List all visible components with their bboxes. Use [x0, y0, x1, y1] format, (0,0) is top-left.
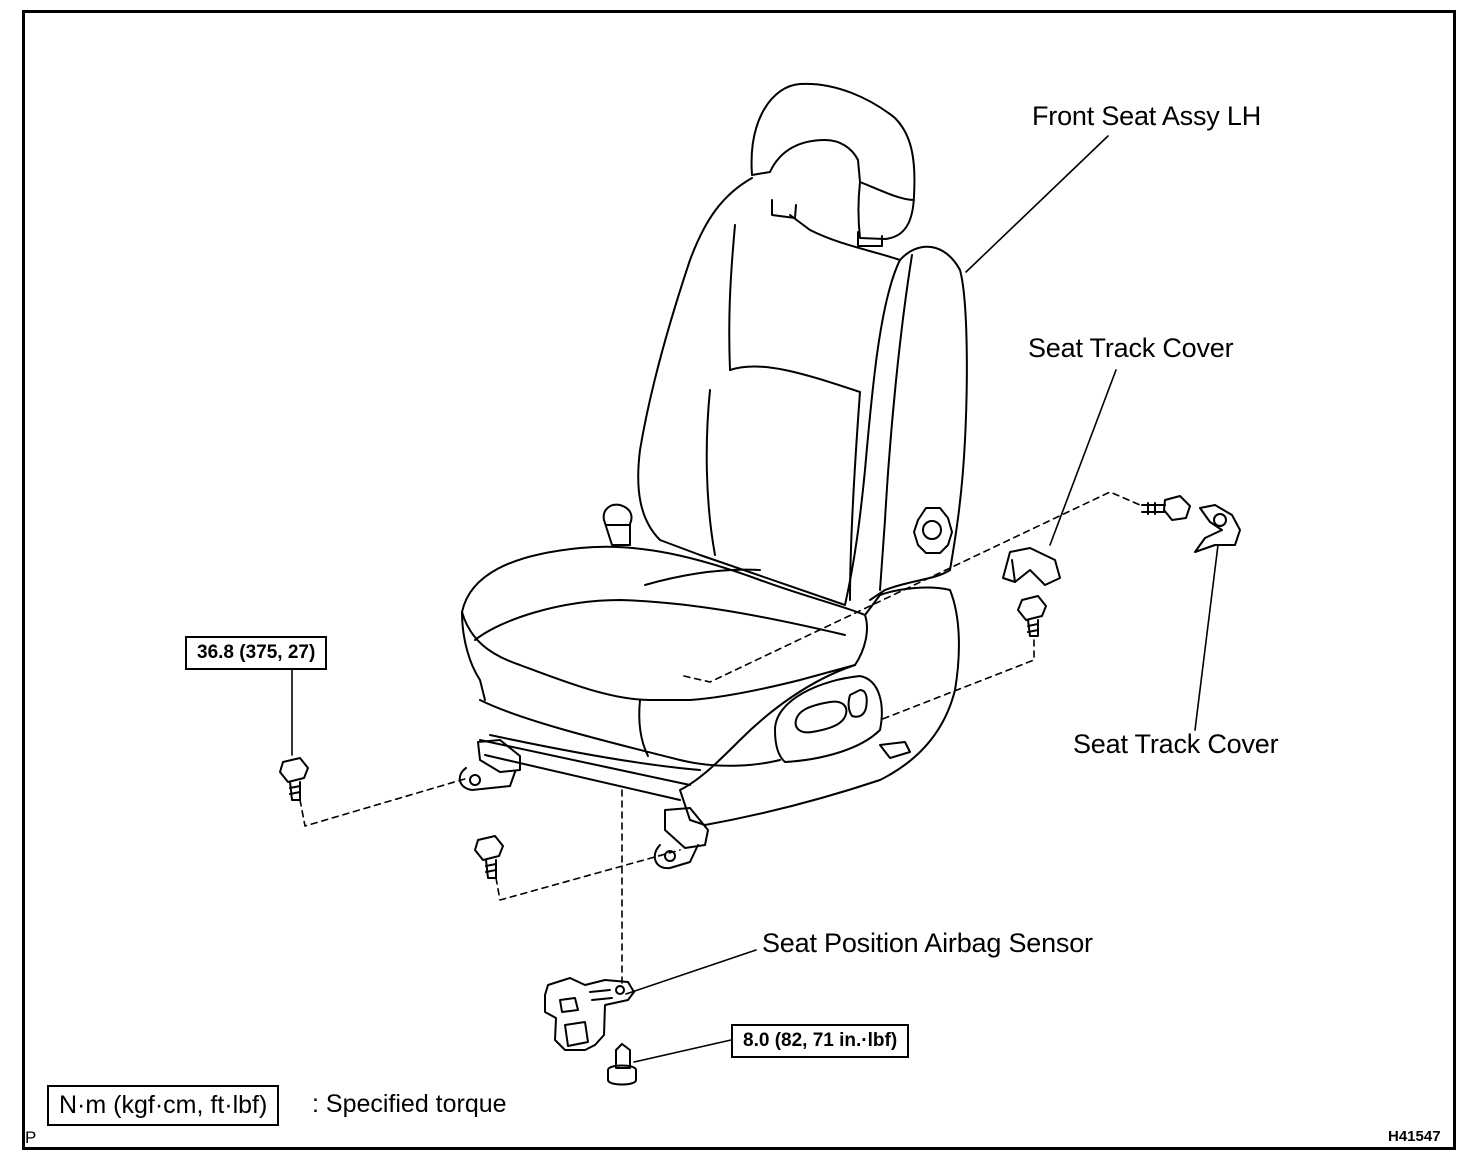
seat-back	[637, 177, 968, 606]
figure-code: H41547	[1388, 1128, 1441, 1145]
legend-unit-box: N·m (kgf·cm, ft·lbf)	[47, 1085, 280, 1126]
bolt-front-left	[474, 835, 504, 879]
label-seat-track-cover-lower: Seat Track Cover	[1073, 729, 1279, 759]
seat-track-cover-lower-part	[1194, 504, 1241, 553]
label-front-seat-assy: Front Seat Assy LH	[1032, 101, 1261, 131]
corner-mark: P	[25, 1128, 37, 1147]
seat-cushion	[461, 545, 868, 771]
torque-sensor-bolt: 8.0 (82, 71 in.·lbf)	[731, 1024, 910, 1058]
seat-belt-buckle	[602, 503, 633, 546]
assembly-lines	[299, 491, 1141, 986]
seat-track-cover-upper-part	[1002, 547, 1061, 586]
seat-side-cover	[679, 586, 960, 826]
leader-lines	[291, 135, 1219, 1063]
bolt-sensor	[607, 1043, 637, 1086]
screw-track-cover	[1141, 495, 1191, 521]
diagram-frame	[22, 10, 1456, 1150]
recliner-knob	[913, 507, 953, 554]
legend-unit-text: : Specified torque	[312, 1090, 507, 1118]
bolt-rear-left	[279, 757, 309, 801]
headrest	[750, 82, 916, 247]
seat-rails	[458, 739, 911, 870]
bolt-rear-right	[1017, 595, 1047, 637]
seat-position-airbag-sensor	[544, 977, 635, 1051]
label-seat-track-cover-upper: Seat Track Cover	[1028, 333, 1234, 363]
label-seat-position-airbag-sensor: Seat Position Airbag Sensor	[762, 928, 1093, 958]
torque-seat-bolt: 36.8 (375, 27)	[185, 636, 328, 670]
